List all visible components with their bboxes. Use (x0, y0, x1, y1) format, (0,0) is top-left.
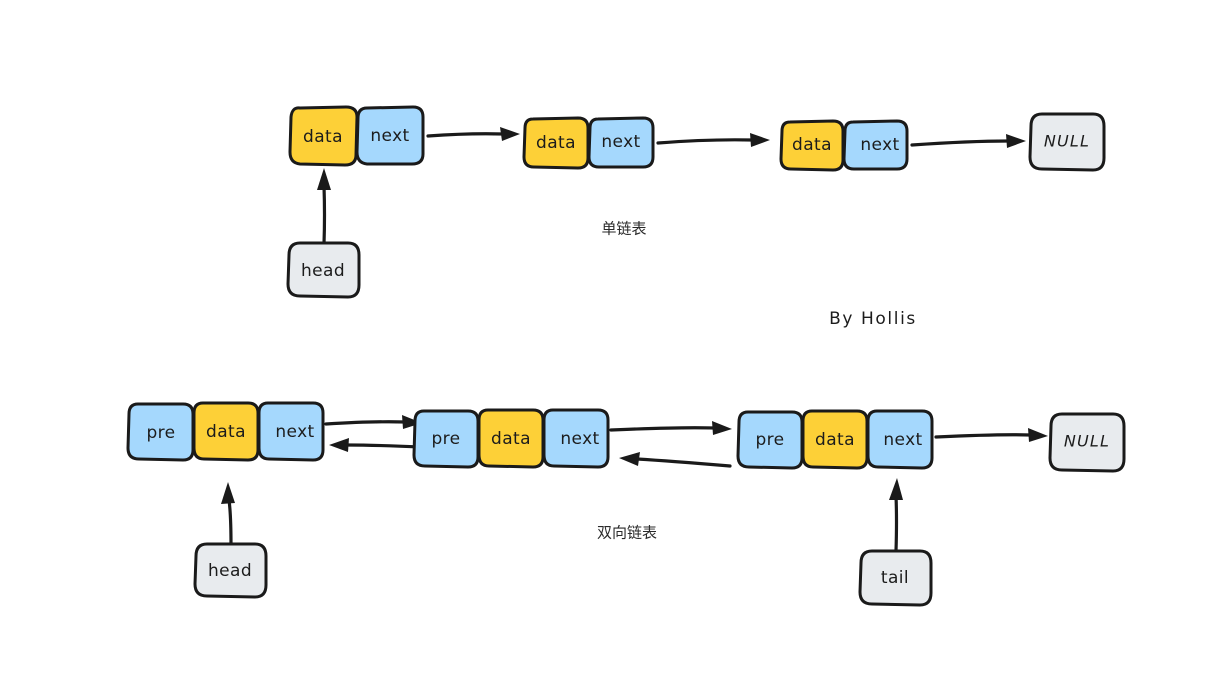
singly-node-2-data-label: data (536, 133, 576, 153)
singly-node-3: data next (779, 119, 909, 172)
author-signature: By Hollis (829, 309, 917, 329)
doubly-node-3-data-label: data (815, 430, 855, 450)
singly-node-1-data-box (288, 105, 359, 167)
doubly-node-1-next-label: next (275, 422, 314, 442)
singly-node-2-data-box (522, 116, 590, 170)
doubly-node-3-next-label: next (883, 430, 922, 450)
singly-head-anchor: head (286, 241, 361, 299)
singly-node-3-next-box (842, 119, 909, 171)
doubly-node-1-data-label: data (206, 422, 246, 442)
doubly-node-2-data-box (477, 408, 545, 469)
singly-arrow-1-to-2 (426, 127, 520, 141)
singly-null-terminator: NULL (1028, 112, 1106, 172)
doubly-node-1-pre-box (126, 402, 195, 462)
singly-null-box (1028, 112, 1106, 172)
doubly-node-1-pre-label: pre (146, 423, 175, 443)
doubly-node-2-next-box (542, 408, 610, 469)
doubly-arrow-2-to-3-forward (609, 421, 732, 435)
doubly-null-terminator: NULL (1048, 412, 1126, 473)
singly-arrow-3-to-null (910, 134, 1026, 148)
doubly-null-label: NULL (1064, 432, 1110, 451)
doubly-node-3-next-box (866, 409, 934, 470)
doubly-tail-anchor: tail (858, 549, 933, 607)
singly-node-2: data next (522, 116, 655, 170)
doubly-node-1-data-box (192, 401, 260, 462)
doubly-null-box (1048, 412, 1126, 473)
doubly-arrow-2-to-1-backward (329, 438, 422, 452)
singly-node-3-data-label: data (792, 135, 832, 155)
doubly-head-box (193, 542, 268, 599)
doubly-arrow-1-to-2-forward (324, 415, 422, 429)
doubly-node-1-next-box (257, 401, 325, 462)
singly-node-1-next-box (355, 105, 425, 166)
doubly-node-3-data-box (801, 409, 869, 470)
doubly-node-3: pre data next (736, 409, 934, 470)
singly-head-box (286, 241, 361, 299)
singly-list-caption: 单链表 (601, 220, 646, 238)
doubly-head-pointer-arrow (221, 482, 235, 547)
doubly-list-caption: 双向链表 (597, 524, 657, 542)
singly-node-2-next-box (587, 116, 655, 169)
doubly-node-2-pre-box (412, 409, 480, 469)
singly-node-1: data next (288, 105, 425, 167)
doubly-arrow-3-to-null (934, 428, 1048, 442)
singly-head-pointer-arrow (317, 168, 331, 246)
doubly-arrow-3-to-2-backward (619, 452, 732, 468)
singly-null-label: NULL (1044, 132, 1090, 151)
doubly-node-2-data-label: data (491, 429, 531, 449)
doubly-node-1: pre data next (126, 401, 325, 462)
singly-node-1-next-label: next (370, 126, 409, 146)
singly-head-label: head (301, 261, 345, 281)
doubly-node-3-pre-label: pre (755, 430, 784, 450)
doubly-node-3-pre-box (736, 410, 804, 470)
doubly-head-anchor: head (193, 542, 268, 599)
singly-arrow-2-to-3 (656, 133, 770, 147)
doubly-head-label: head (208, 561, 252, 581)
singly-node-1-data-label: data (303, 127, 343, 147)
doubly-node-2-pre-label: pre (431, 429, 460, 449)
singly-node-2-next-label: next (601, 132, 640, 152)
doubly-node-2-next-label: next (560, 429, 599, 449)
doubly-tail-pointer-arrow (889, 478, 903, 553)
singly-node-3-next-label: next (860, 135, 899, 155)
singly-node-3-data-box (779, 119, 845, 172)
doubly-tail-label: tail (881, 568, 909, 588)
doubly-node-2: pre data next (412, 408, 610, 469)
doubly-tail-box (858, 549, 933, 607)
